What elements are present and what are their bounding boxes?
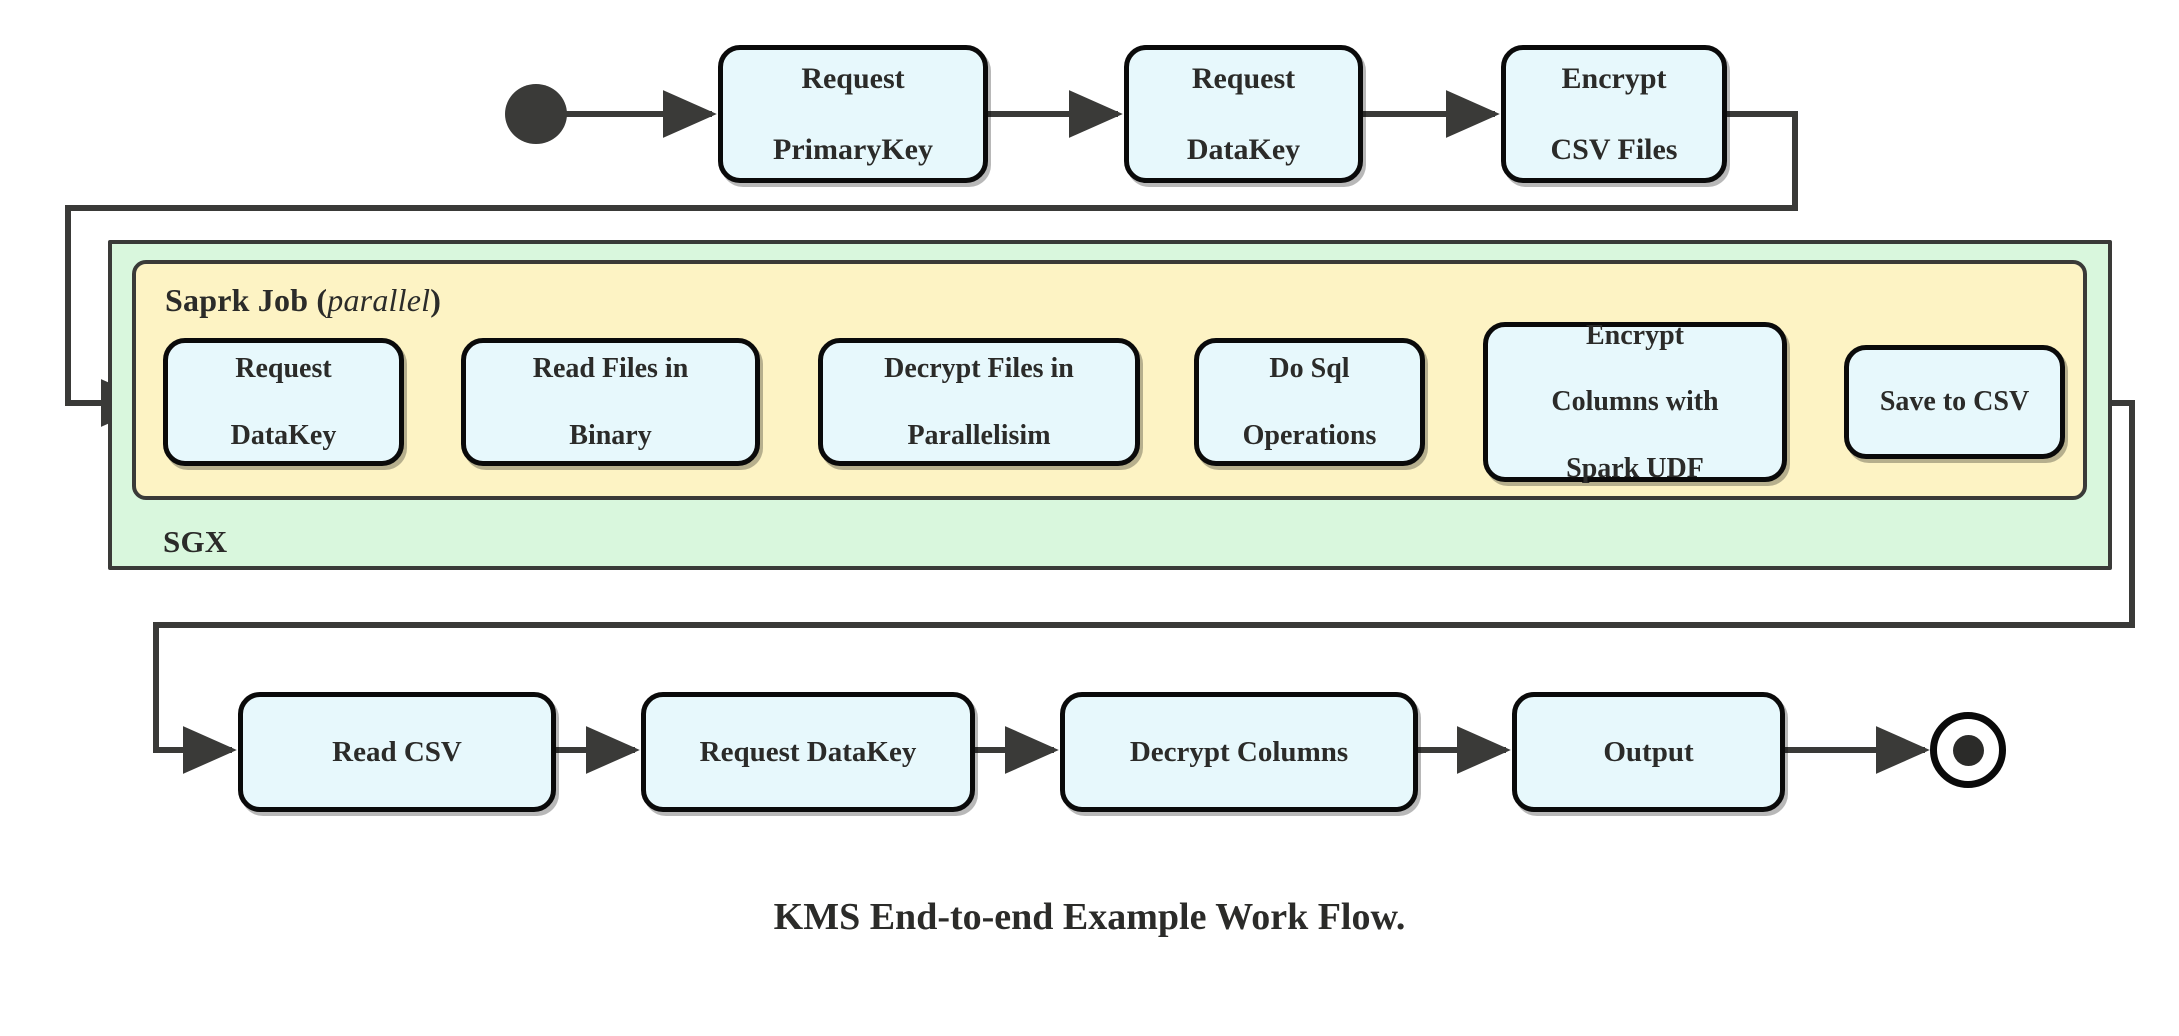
- start-node: [505, 84, 567, 144]
- end-node: [1930, 712, 2006, 788]
- node-request-datakey-bottom[interactable]: Request DataKey: [641, 692, 975, 812]
- node-read-csv[interactable]: Read CSV: [238, 692, 556, 812]
- node-label: Read CSV: [332, 735, 462, 768]
- node-save-to-csv[interactable]: Save to CSV: [1844, 345, 2065, 459]
- node-label: Decrypt Columns: [1129, 735, 1349, 768]
- node-decrypt-columns[interactable]: Decrypt Columns: [1060, 692, 1418, 812]
- node-label: Output: [1603, 735, 1694, 768]
- spark-job-label-close-paren: ): [430, 282, 442, 318]
- sgx-label: SGX: [163, 524, 228, 559]
- end-node-inner-dot: [1952, 734, 1984, 766]
- spark-job-label-bold: Saprk Job: [165, 282, 309, 318]
- spark-job-label-open-paren: (: [316, 282, 328, 318]
- node-output[interactable]: Output: [1512, 692, 1785, 812]
- diagram-caption: KMS End-to-end Example Work Flow.: [773, 896, 1406, 938]
- node-label: Save to CSV: [1879, 386, 2030, 418]
- spark-job-label-italic: parallel: [327, 282, 431, 318]
- node-label: Request DataKey: [699, 735, 917, 768]
- spark-job-label: Saprk Job (parallel): [165, 282, 441, 319]
